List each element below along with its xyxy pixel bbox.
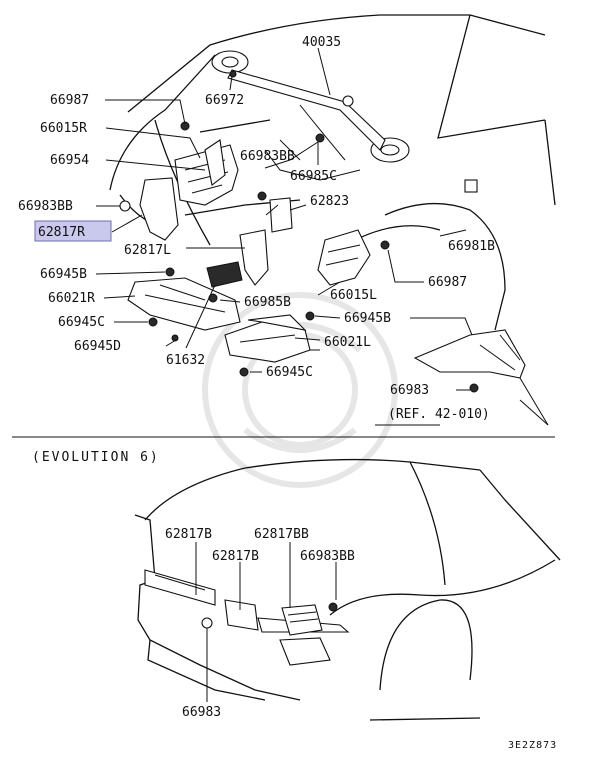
label-66981b[interactable]: 66981B bbox=[448, 239, 495, 254]
leader-lines-top bbox=[95, 47, 549, 426]
label-62817b-b[interactable]: 62817B bbox=[212, 549, 259, 564]
label-61632[interactable]: 61632 bbox=[166, 353, 205, 368]
label-62817r[interactable]: 62817R bbox=[38, 225, 85, 240]
label-66945c-left[interactable]: 66945C bbox=[58, 315, 105, 330]
part-labels-top: 40035 66987 66972 66015R 66954 66983BB 6… bbox=[18, 35, 495, 422]
label-66983bb-left[interactable]: 66983BB bbox=[18, 199, 73, 214]
label-66985c[interactable]: 66985C bbox=[290, 169, 337, 184]
evolution-6-illustration bbox=[134, 458, 561, 721]
label-66985b[interactable]: 66985B bbox=[244, 295, 291, 310]
label-66015l[interactable]: 66015L bbox=[330, 288, 377, 303]
label-66983-bottom[interactable]: 66983 bbox=[182, 705, 221, 720]
label-62823[interactable]: 62823 bbox=[310, 194, 349, 209]
label-66021l[interactable]: 66021L bbox=[324, 335, 371, 350]
part-labels-bottom: 62817B 62817BB 62817B 66983BB 66983 bbox=[165, 527, 355, 720]
label-62817bb[interactable]: 62817BB bbox=[254, 527, 309, 542]
label-66972[interactable]: 66972 bbox=[205, 93, 244, 108]
label-66983-right[interactable]: 66983 bbox=[390, 383, 429, 398]
label-66954[interactable]: 66954 bbox=[50, 153, 89, 168]
label-40035[interactable]: 40035 bbox=[302, 35, 341, 50]
diagram-code: 3E2Z873 bbox=[508, 740, 557, 751]
label-ref-42-010[interactable]: (REF. 42-010) bbox=[388, 407, 490, 422]
label-66015r[interactable]: 66015R bbox=[40, 121, 87, 136]
label-66987-right[interactable]: 66987 bbox=[428, 275, 467, 290]
label-62817b-a[interactable]: 62817B bbox=[165, 527, 212, 542]
label-66945b-right[interactable]: 66945B bbox=[344, 311, 391, 326]
label-66983bb-bottom[interactable]: 66983BB bbox=[300, 549, 355, 564]
engine-bay-illustration bbox=[109, 14, 556, 393]
label-66983bb-mid[interactable]: 66983BB bbox=[240, 149, 295, 164]
label-66945b-left[interactable]: 66945B bbox=[40, 267, 87, 282]
label-66945d[interactable]: 66945D bbox=[74, 339, 121, 354]
label-66945c-bottom[interactable]: 66945C bbox=[266, 365, 313, 380]
highlight-62817r bbox=[34, 220, 112, 242]
leader-lines-bottom bbox=[195, 542, 337, 702]
label-66021r[interactable]: 66021R bbox=[48, 291, 95, 306]
section-title-evolution-6: (EVOLUTION 6) bbox=[32, 450, 160, 465]
label-66987-top[interactable]: 66987 bbox=[50, 93, 89, 108]
label-62817l[interactable]: 62817L bbox=[124, 243, 171, 258]
